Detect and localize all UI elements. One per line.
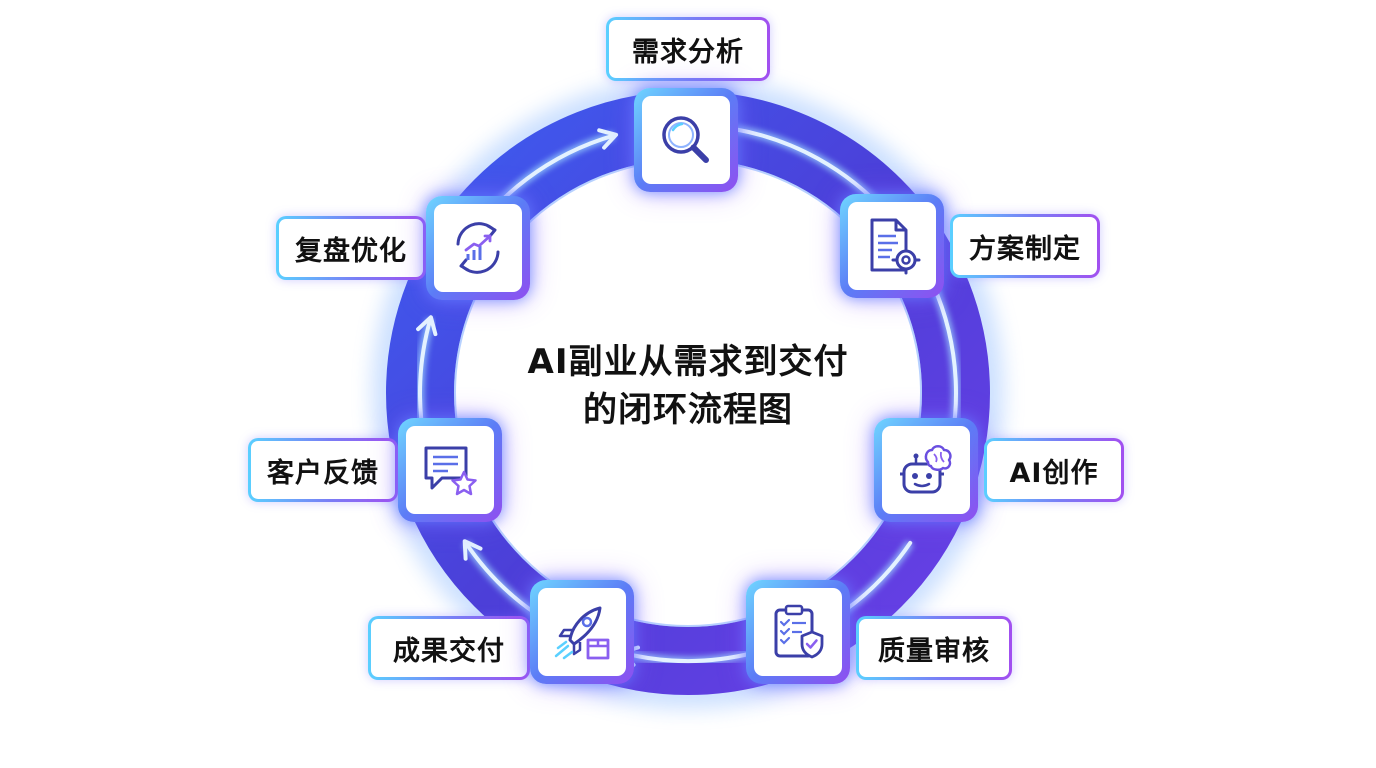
step-node-quality-review — [746, 580, 850, 684]
diagram-title-line-1: AI副业从需求到交付 — [527, 342, 849, 382]
step-label-review-optimization: 复盘优化 — [276, 216, 426, 280]
cycle-growth-chart-icon — [456, 222, 500, 274]
step-label-result-delivery: 成果交付 — [368, 616, 530, 680]
step-label-customer-feedback: 客户反馈 — [248, 438, 398, 502]
document-gear-icon — [870, 218, 921, 275]
clipboard-shield-icon — [774, 604, 824, 659]
step-node-result-delivery — [530, 580, 634, 684]
diagram-title-line-2: 的闭环流程图 — [583, 390, 793, 430]
arrow-to-review-optimization-head — [416, 315, 438, 337]
step-node-review-optimization — [426, 196, 530, 300]
step-label-requirement-analysis: 需求分析 — [606, 17, 770, 81]
step-label-ai-creation: AI创作 — [984, 438, 1124, 502]
chat-star-icon — [424, 446, 477, 496]
rocket-box-icon — [554, 606, 610, 660]
diagram-title: AI副业从需求到交付 的闭环流程图 — [468, 338, 908, 434]
robot-brain-icon — [900, 445, 952, 494]
arrow-to-customer-feedback-head — [462, 539, 483, 561]
step-node-customer-feedback — [398, 418, 502, 522]
step-node-plan-formulation — [840, 194, 944, 298]
step-label-plan-formulation: 方案制定 — [950, 214, 1100, 278]
step-node-ai-creation — [874, 418, 978, 522]
arrow-to-requirement-analysis-head — [597, 128, 619, 150]
magnifier-icon — [662, 116, 709, 163]
step-node-requirement-analysis — [634, 88, 738, 192]
step-label-quality-review: 质量审核 — [856, 616, 1012, 680]
